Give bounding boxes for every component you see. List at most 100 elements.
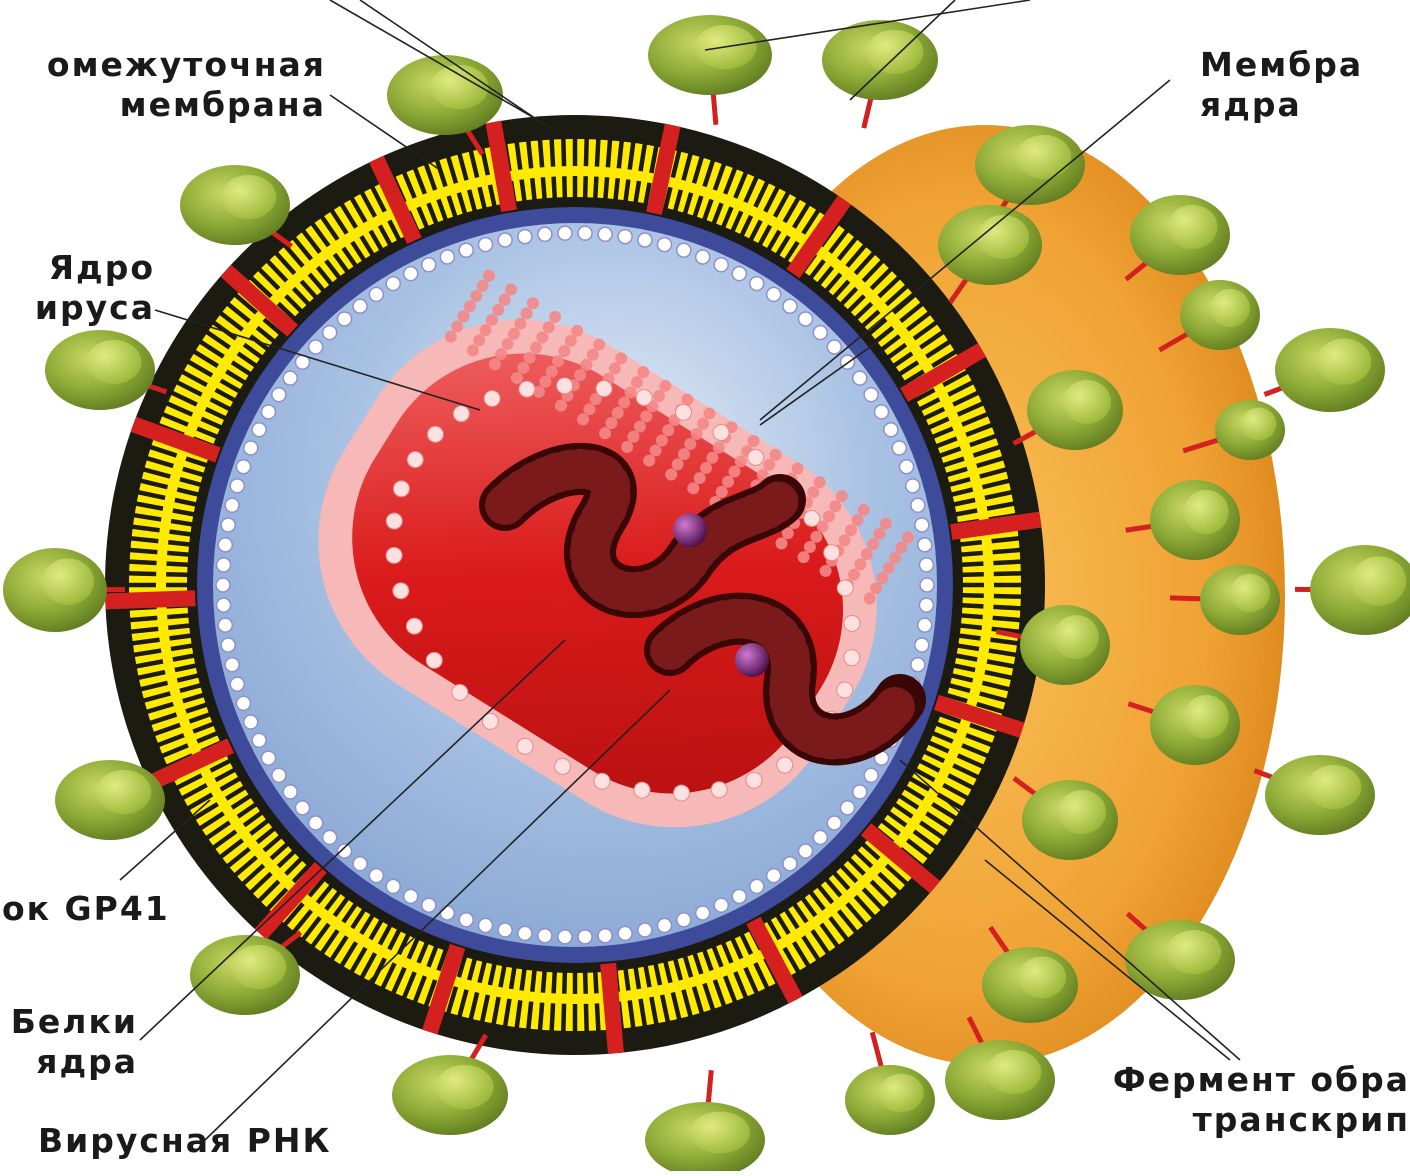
matrix-bead (657, 918, 671, 932)
matrix-bead (422, 258, 436, 272)
label-intermediate-membrane: омежуточная мембрана (0, 45, 326, 125)
matrix-bead (479, 918, 493, 932)
matrix-bead (386, 879, 400, 893)
label-core-membrane: Мембра ядра (1200, 45, 1363, 125)
gp120-spike-highlight (986, 1050, 1041, 1094)
gp120-spike-highlight (690, 1112, 750, 1154)
matrix-bead (892, 441, 906, 455)
matrix-bead (919, 598, 933, 612)
matrix-bead (558, 226, 572, 240)
matrix-bead (518, 926, 532, 940)
matrix-bead (404, 267, 418, 281)
reverse-transcriptase-enzyme (673, 513, 707, 547)
matrix-bead (337, 312, 351, 326)
gp120-spike-highlight (1168, 205, 1218, 249)
gp120-spike-highlight (1184, 490, 1229, 534)
gp120-spike-highlight (977, 215, 1029, 259)
label-gp41: ок GP41 (2, 889, 170, 929)
gp120-spike-highlight (1306, 765, 1361, 809)
matrix-bead (783, 299, 797, 313)
matrix-bead (827, 816, 841, 830)
matrix-bead (915, 518, 929, 532)
matrix-bead (221, 518, 235, 532)
matrix-bead (252, 733, 266, 747)
matrix-bead (750, 879, 764, 893)
matrix-bead (244, 441, 258, 455)
matrix-bead (677, 913, 691, 927)
matrix-bead (919, 558, 933, 572)
matrix-bead (218, 538, 232, 552)
matrix-bead (283, 785, 297, 799)
gp120-spike-highlight (96, 770, 151, 814)
gp120-spike-highlight (1018, 957, 1066, 999)
matrix-bead (337, 844, 351, 858)
matrix-bead (618, 926, 632, 940)
matrix-bead (598, 929, 612, 943)
matrix-bead (696, 250, 710, 264)
matrix-bead (900, 460, 914, 474)
matrix-bead (479, 238, 493, 252)
gp120-spike-highlight (1054, 615, 1099, 659)
matrix-bead (598, 227, 612, 241)
matrix-bead (915, 638, 929, 652)
matrix-bead (272, 388, 286, 402)
matrix-bead (498, 923, 512, 937)
matrix-bead (638, 923, 652, 937)
matrix-bead (283, 371, 297, 385)
matrix-bead (813, 326, 827, 340)
matrix-bead (498, 233, 512, 247)
reverse-transcriptase-enzyme (735, 643, 769, 677)
matrix-bead (767, 869, 781, 883)
matrix-bead (353, 857, 367, 871)
gp120-spike-highlight (1166, 930, 1221, 974)
matrix-bead (783, 857, 797, 871)
matrix-bead (864, 768, 878, 782)
matrix-bead (225, 498, 239, 512)
gp120-spike-highlight (1210, 289, 1250, 328)
matrix-bead (538, 227, 552, 241)
matrix-bead (230, 677, 244, 691)
matrix-bead (404, 889, 418, 903)
matrix-bead (217, 558, 231, 572)
matrix-bead (309, 816, 323, 830)
matrix-bead (218, 618, 232, 632)
matrix-bead (918, 618, 932, 632)
matrix-bead (920, 578, 934, 592)
matrix-bead (767, 287, 781, 301)
matrix-bead (906, 479, 920, 493)
gp120-spike-highlight (86, 340, 141, 384)
matrix-bead (230, 479, 244, 493)
matrix-bead (714, 258, 728, 272)
matrix-bead (386, 277, 400, 291)
matrix-bead (714, 898, 728, 912)
matrix-bead (853, 785, 867, 799)
matrix-bead (261, 405, 275, 419)
gp120-spike-highlight (1063, 380, 1111, 424)
matrix-bead (578, 226, 592, 240)
gp41-stalk (105, 598, 195, 601)
matrix-bead (918, 538, 932, 552)
matrix-bead (884, 423, 898, 437)
matrix-bead (638, 233, 652, 247)
matrix-bead (538, 929, 552, 943)
gp120-spike-highlight (436, 1065, 494, 1109)
matrix-bead (221, 638, 235, 652)
gp120-spike-highlight (1351, 556, 1406, 606)
matrix-bead (799, 312, 813, 326)
matrix-bead (813, 830, 827, 844)
matrix-bead (369, 287, 383, 301)
gp120-spike-highlight (879, 1074, 924, 1113)
matrix-bead (217, 598, 231, 612)
matrix-bead (578, 930, 592, 944)
matrix-bead (440, 906, 454, 920)
gp120-spike-highlight (1016, 135, 1071, 179)
matrix-bead (323, 830, 337, 844)
gp120-spike-highlight (221, 175, 276, 219)
matrix-bead (353, 299, 367, 313)
matrix-bead (296, 801, 310, 815)
label-reverse-transcriptase: Фермент обра транскрип (1040, 1060, 1410, 1140)
matrix-bead (732, 267, 746, 281)
gp120-spike-highlight (866, 30, 924, 74)
matrix-bead (369, 869, 383, 883)
